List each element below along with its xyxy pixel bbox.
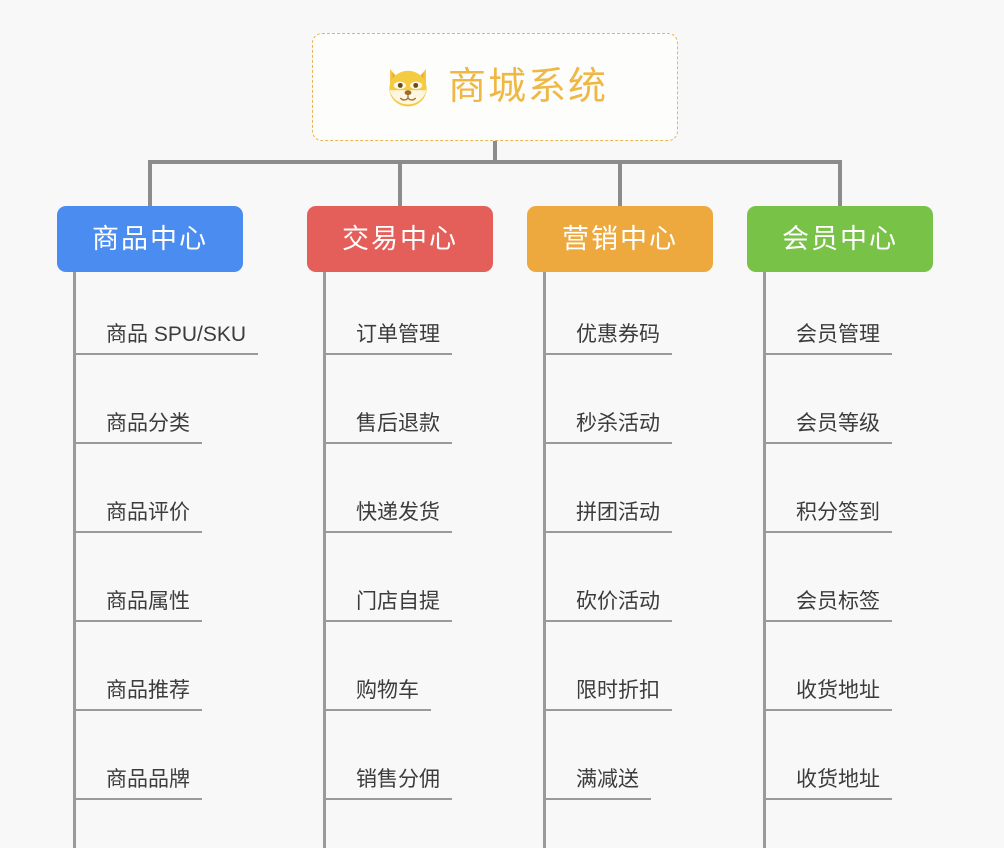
leaf-item-label: 会员管理 [796, 323, 880, 346]
leaf-item-underline [763, 798, 892, 800]
branch-spine-trade-center [323, 272, 326, 848]
branch-spine-member-center [763, 272, 766, 848]
leaf-item-underline [323, 442, 452, 444]
leaf-item-underline [763, 531, 892, 533]
leaf-item-label: 商品评价 [106, 501, 190, 524]
leaf-item-underline [543, 798, 651, 800]
leaf-item-label: 收货地址 [796, 768, 880, 791]
category-box-member-center[interactable]: 会员中心 [747, 206, 933, 272]
leaf-item-label: 限时折扣 [576, 679, 660, 702]
category-label: 商品中心 [92, 223, 208, 254]
leaf-item-label: 收货地址 [796, 679, 880, 702]
leaf-item-label: 会员等级 [796, 412, 880, 435]
leaf-item-label: 秒杀活动 [576, 412, 660, 435]
leaf-item-underline [763, 620, 892, 622]
drop-trade-center [398, 160, 402, 206]
leaf-item-underline [763, 442, 892, 444]
branch-spine-product-center [73, 272, 76, 848]
leaf-item-underline [543, 442, 672, 444]
leaf-item-underline [73, 531, 202, 533]
leaf-item-label: 商品 SPU/SKU [106, 323, 247, 346]
leaf-item-label: 优惠券码 [576, 323, 660, 346]
leaf-item-label: 快递发货 [356, 501, 440, 524]
leaf-item-underline [323, 620, 452, 622]
leaf-item-underline [323, 353, 452, 355]
root-stem [493, 141, 497, 164]
category-label: 营销中心 [562, 223, 678, 254]
leaf-item-label: 商品分类 [106, 412, 190, 435]
leaf-item-label: 积分签到 [796, 501, 880, 524]
category-box-marketing-center[interactable]: 营销中心 [527, 206, 713, 272]
drop-marketing-center [618, 160, 622, 206]
leaf-item-underline [323, 531, 452, 533]
root-node[interactable]: 商城系统 [312, 33, 678, 141]
leaf-item-underline [73, 620, 202, 622]
leaf-item-label: 满减送 [576, 768, 639, 791]
category-box-trade-center[interactable]: 交易中心 [307, 206, 493, 272]
drop-member-center [838, 160, 842, 206]
leaf-item-label: 砍价活动 [576, 590, 660, 613]
leaf-item-label: 购物车 [356, 679, 419, 702]
leaf-item-label: 商品品牌 [106, 768, 190, 791]
leaf-item-label: 拼团活动 [576, 501, 660, 524]
leaf-item-label: 商品属性 [106, 590, 190, 613]
shiba-dog-face-icon [382, 61, 434, 113]
leaf-item-underline [73, 709, 202, 711]
category-label: 会员中心 [782, 223, 898, 254]
leaf-item-underline [73, 798, 202, 800]
leaf-item-underline [323, 709, 431, 711]
leaf-item-underline [543, 531, 672, 533]
leaf-item-label: 门店自提 [356, 590, 440, 613]
leaf-item-underline [543, 353, 672, 355]
branch-spine-marketing-center [543, 272, 546, 848]
leaf-item-underline [763, 709, 892, 711]
leaf-item-label: 商品推荐 [106, 679, 190, 702]
category-box-product-center[interactable]: 商品中心 [57, 206, 243, 272]
leaf-item-label: 订单管理 [356, 323, 440, 346]
leaf-item-label: 售后退款 [356, 412, 440, 435]
bus-bar [148, 160, 842, 164]
category-label: 交易中心 [342, 223, 458, 254]
leaf-item-underline [323, 798, 452, 800]
leaf-item-underline [73, 442, 202, 444]
leaf-item-underline [543, 620, 672, 622]
leaf-item-label: 销售分佣 [356, 768, 440, 791]
leaf-item-underline [73, 353, 258, 355]
leaf-item-underline [763, 353, 892, 355]
root-title: 商城系统 [447, 66, 608, 108]
leaf-item-label: 会员标签 [796, 590, 880, 613]
drop-product-center [148, 160, 152, 206]
leaf-item-underline [543, 709, 672, 711]
